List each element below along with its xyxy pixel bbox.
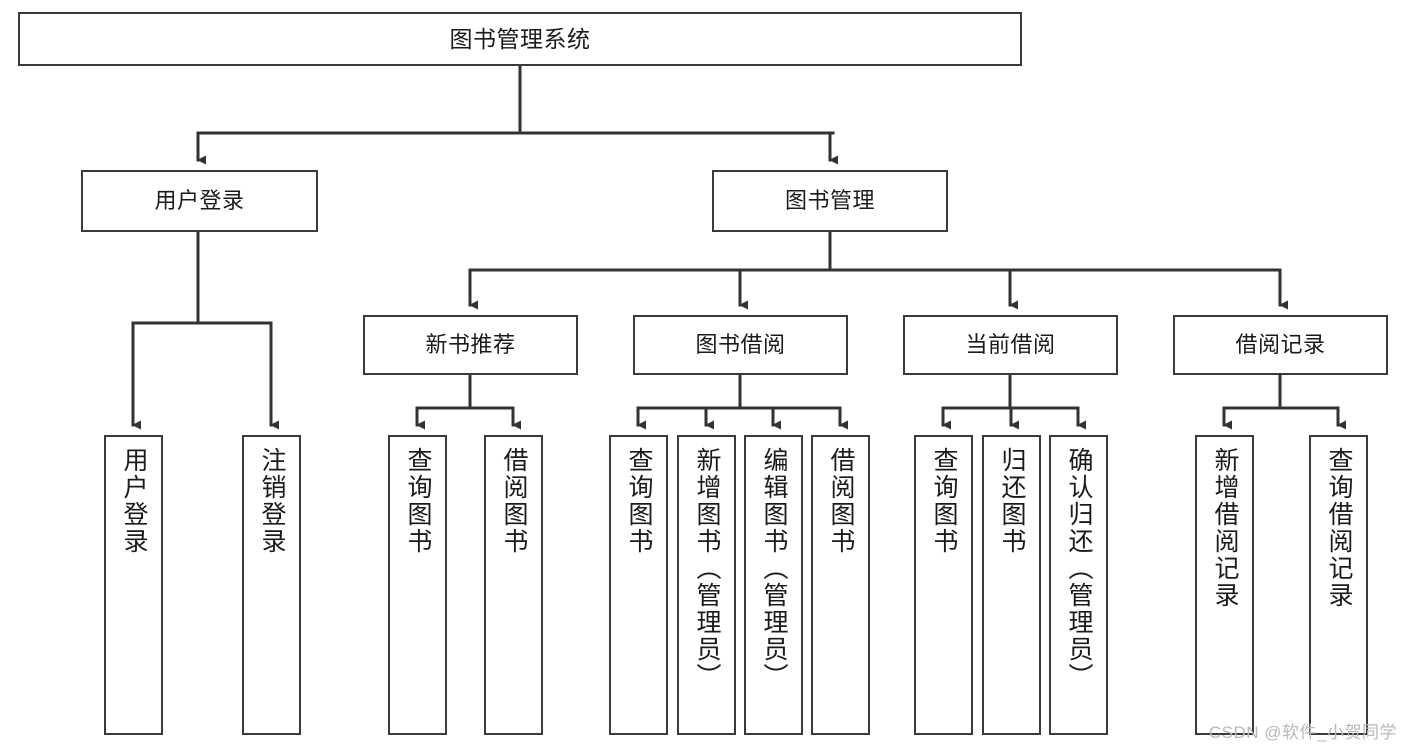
leaf-query-book-current[interactable]: 查询图书 — [914, 435, 973, 735]
node-label: 查询借阅记录 — [1325, 447, 1353, 609]
leaf-add-borrow-record[interactable]: 新增借阅记录 — [1195, 435, 1254, 735]
node-label: 新增借阅记录 — [1211, 447, 1239, 609]
node-current-borrow[interactable]: 当前借阅 — [903, 315, 1118, 375]
leaf-confirm-return[interactable]: 确认归还（管理员） — [1049, 435, 1108, 735]
leaf-query-book-borrow[interactable]: 查询图书 — [609, 435, 668, 735]
leaf-query-borrow-record[interactable]: 查询借阅记录 — [1309, 435, 1368, 735]
node-label: 当前借阅 — [965, 332, 1056, 358]
node-label: 查询图书 — [404, 447, 432, 555]
leaf-borrow-book-recommend[interactable]: 借阅图书 — [484, 435, 543, 735]
node-user-login[interactable]: 用户登录 — [81, 170, 318, 232]
node-label: 图书借阅 — [695, 332, 786, 358]
node-label: 借阅图书 — [827, 447, 855, 555]
node-label: 新增图书（管理员） — [693, 447, 721, 690]
node-label: 确认归还（管理员） — [1065, 447, 1093, 690]
node-label: 编辑图书（管理员） — [760, 447, 788, 690]
leaf-user-login[interactable]: 用户登录 — [104, 435, 163, 735]
leaf-query-book-recommend[interactable]: 查询图书 — [388, 435, 447, 735]
csdn-watermark: CSDN @软件_小贺同学 — [1208, 723, 1397, 742]
node-label: 用户登录 — [120, 447, 148, 555]
node-book-manage[interactable]: 图书管理 — [712, 170, 948, 232]
node-root-system[interactable]: 图书管理系统 — [18, 12, 1022, 66]
leaf-add-book[interactable]: 新增图书（管理员） — [677, 435, 736, 735]
node-label: 借阅记录 — [1235, 332, 1326, 358]
node-label: 借阅图书 — [500, 447, 528, 555]
node-label: 注销登录 — [258, 447, 286, 555]
leaf-logout-login[interactable]: 注销登录 — [242, 435, 301, 735]
leaf-borrow-book[interactable]: 借阅图书 — [811, 435, 870, 735]
node-label: 查询图书 — [625, 447, 653, 555]
node-borrow-record[interactable]: 借阅记录 — [1173, 315, 1388, 375]
node-label: 用户登录 — [154, 188, 245, 214]
node-label: 图书管理系统 — [449, 25, 591, 52]
node-label: 新书推荐 — [425, 332, 516, 358]
node-label: 查询图书 — [930, 447, 958, 555]
node-new-book-recommend[interactable]: 新书推荐 — [363, 315, 578, 375]
leaf-edit-book[interactable]: 编辑图书（管理员） — [744, 435, 803, 735]
node-book-borrow[interactable]: 图书借阅 — [633, 315, 848, 375]
node-label: 归还图书 — [998, 447, 1026, 555]
node-label: 图书管理 — [784, 188, 875, 214]
leaf-return-book[interactable]: 归还图书 — [982, 435, 1041, 735]
